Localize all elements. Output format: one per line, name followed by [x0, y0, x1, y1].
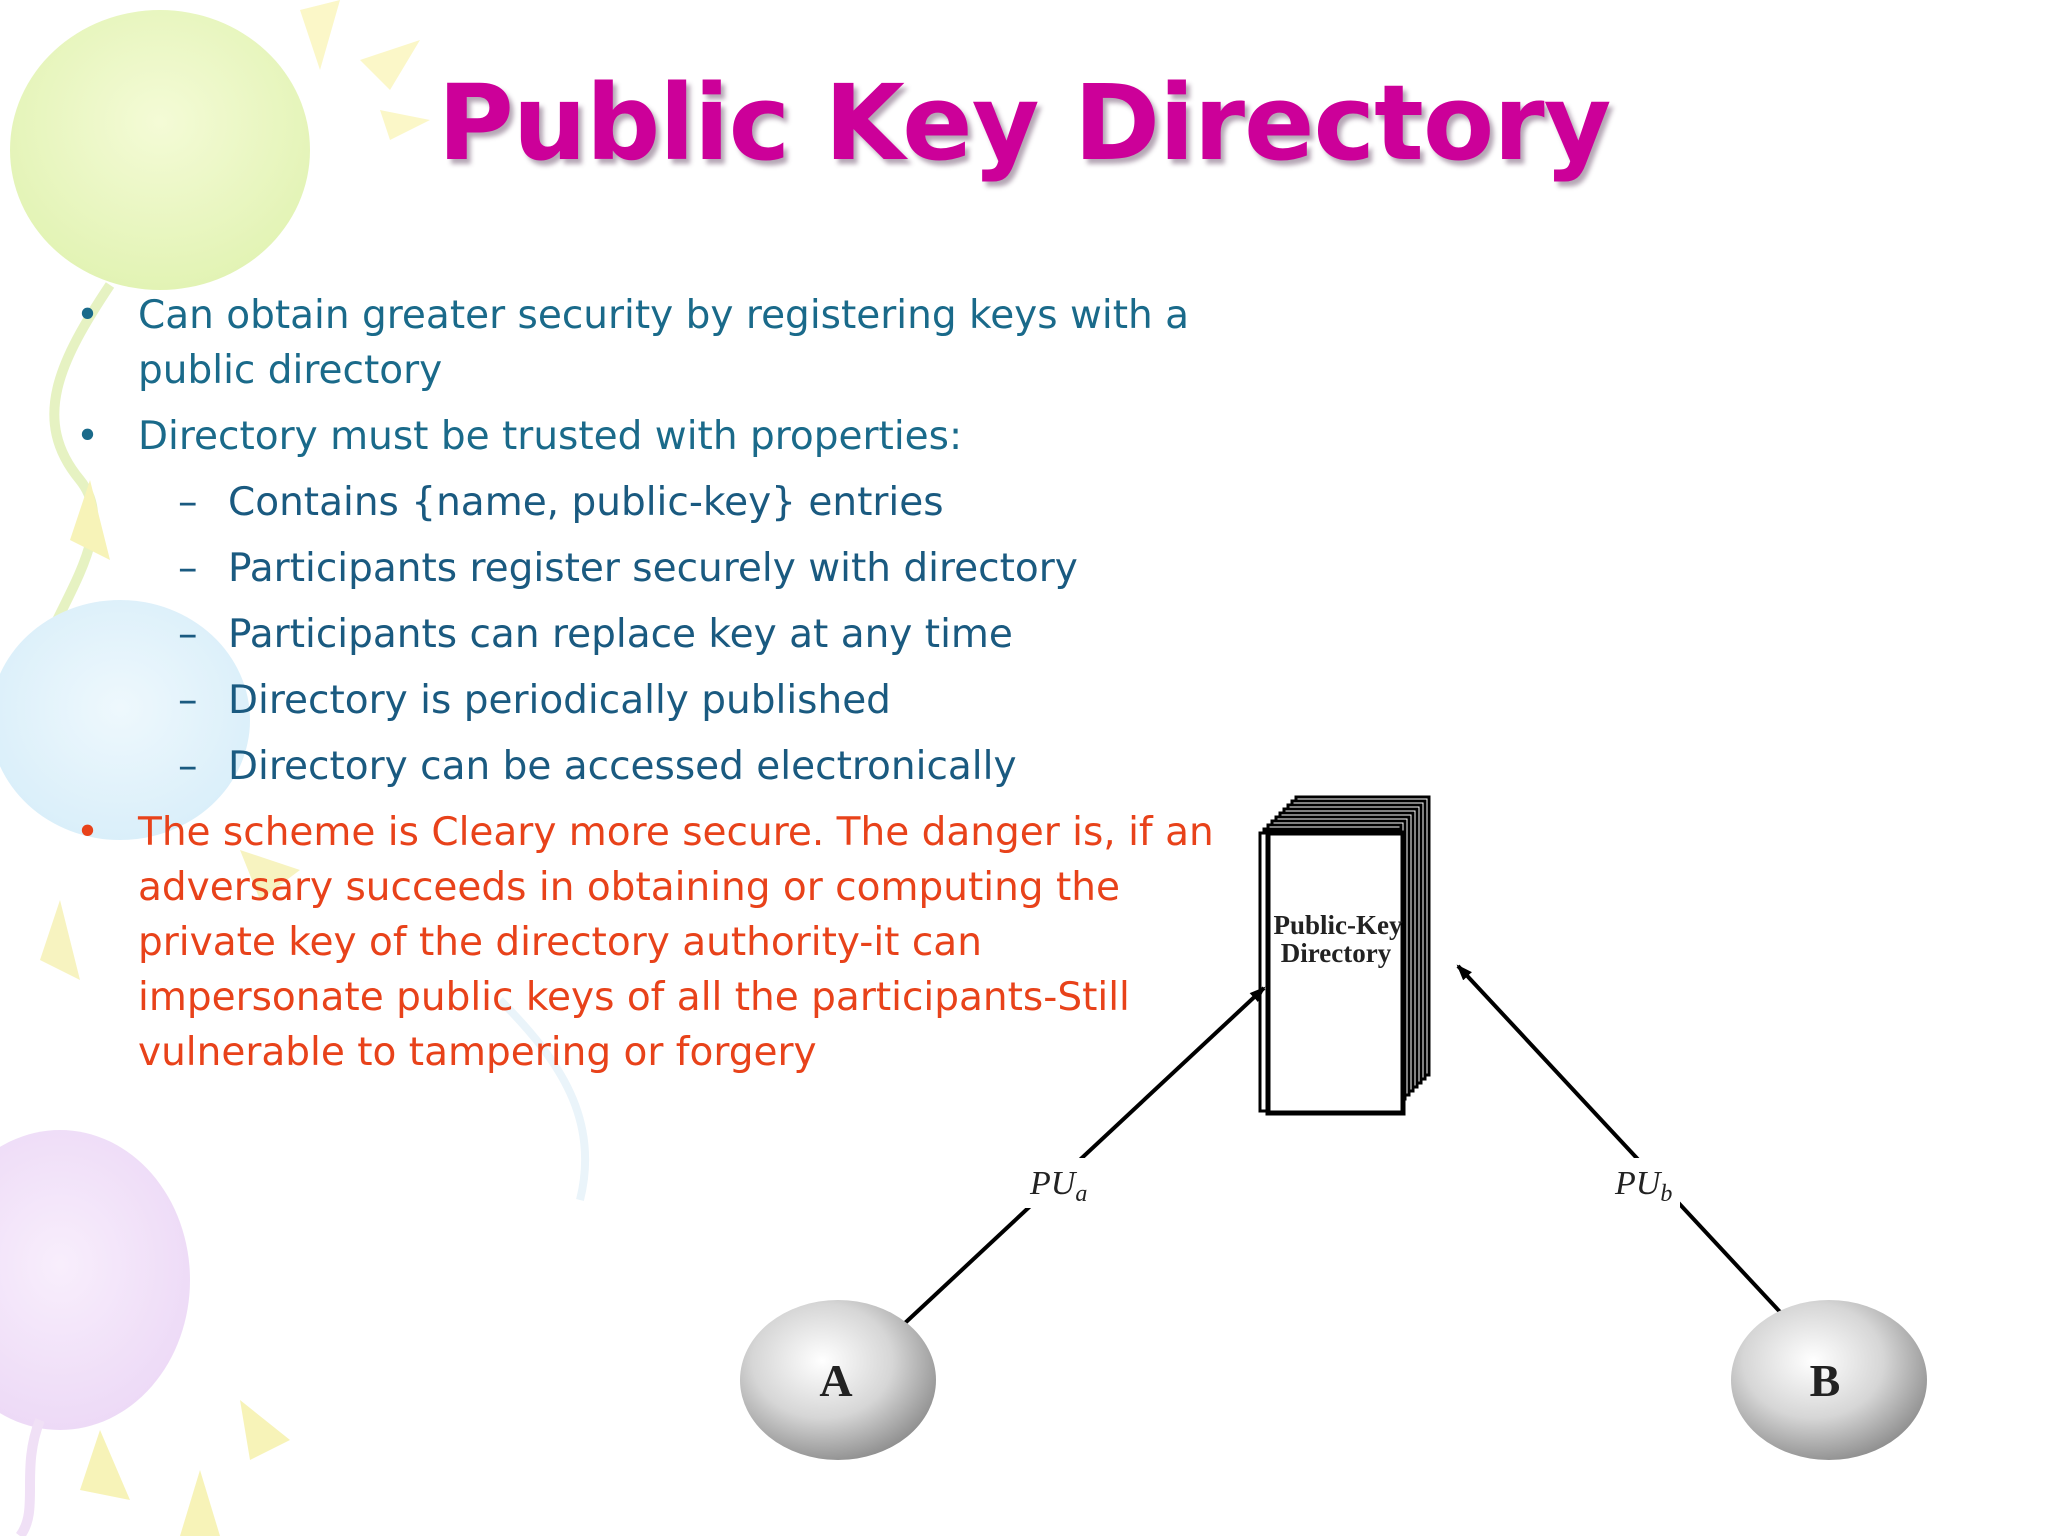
node-b-label: B	[1810, 1355, 1841, 1406]
bullet-item: • Can obtain greater security by registe…	[76, 288, 1226, 398]
bullet-text: private key of the directory authority-i…	[138, 920, 982, 965]
bullet-text: vulnerable to tampering or forgery	[138, 1030, 817, 1075]
edge-label-main: PU	[1614, 1165, 1663, 1202]
sub-bullet-text: Participants register securely with dire…	[228, 546, 1078, 591]
blue-balloon	[0, 600, 250, 840]
node-a	[740, 1300, 936, 1460]
dash-marker: –	[178, 678, 198, 723]
bullet-text: Can obtain greater security by registeri…	[138, 293, 1190, 338]
bullet-text: adversary succeeds in obtaining or compu…	[138, 865, 1120, 910]
edge-label-subscript: a	[1075, 1181, 1087, 1207]
purple-balloon-string	[15, 1418, 45, 1536]
dash-marker: –	[178, 744, 198, 789]
directory-label: Public-Key	[1274, 910, 1403, 940]
sub-bullet-item: – Participants register securely with di…	[76, 541, 1226, 596]
sub-bullet-text: Directory can be accessed electronically	[228, 744, 1017, 789]
sub-bullet-item: – Participants can replace key at any ti…	[76, 607, 1226, 662]
blue-balloon-string	[497, 997, 590, 1201]
edge-b-to-directory	[1456, 964, 1783, 1315]
dash-marker: –	[178, 612, 198, 657]
yellow-ray	[380, 110, 430, 140]
bullet-item: • Directory must be trusted with propert…	[76, 409, 1226, 464]
bullet-text: Directory must be trusted with propertie…	[138, 414, 963, 459]
bullet-text: The scheme is Cleary more secure. The da…	[138, 810, 1214, 855]
bullet-item-warning: • The scheme is Cleary more secure. The …	[76, 805, 1226, 1080]
green-balloon-string	[35, 282, 115, 662]
yellow-ray	[180, 1470, 220, 1536]
edge-a-to-directory	[903, 986, 1266, 1325]
edge-label-main: PU	[1029, 1165, 1078, 1202]
yellow-ray	[240, 850, 300, 900]
sub-bullet-item: – Contains {name, public-key} entries	[76, 475, 1226, 530]
yellow-ray	[300, 0, 340, 70]
yellow-ray	[80, 1430, 130, 1500]
sub-bullet-text: Contains {name, public-key} entries	[228, 480, 944, 525]
edge-label-pua: PUa	[1029, 1165, 1087, 1207]
yellow-ray	[240, 1400, 290, 1460]
sub-bullet-text: Directory is periodically published	[228, 678, 891, 723]
node-a-label: A	[819, 1355, 852, 1406]
yellow-ray	[70, 480, 110, 560]
edge-label-pub: PUb	[1614, 1165, 1672, 1207]
bullet-text: public directory	[138, 348, 443, 393]
directory-book-icon	[1258, 795, 1431, 1116]
purple-balloon	[0, 1130, 190, 1430]
node-b	[1731, 1300, 1927, 1460]
sub-bullet-item: – Directory can be accessed electronical…	[76, 739, 1226, 794]
directory-label: Directory	[1281, 938, 1392, 968]
yellow-ray	[40, 900, 80, 980]
sub-bullet-item: – Directory is periodically published	[76, 673, 1226, 728]
bullet-marker: •	[76, 414, 100, 459]
bullet-text: impersonate public keys of all the parti…	[138, 975, 1130, 1020]
bullet-marker: •	[76, 293, 100, 338]
edge-label-subscript: b	[1660, 1181, 1672, 1207]
dash-marker: –	[178, 546, 198, 591]
directory-front-cover	[1265, 830, 1406, 1116]
yellow-ray	[360, 40, 420, 90]
bullet-list: • Can obtain greater security by registe…	[76, 288, 1226, 1091]
bullet-marker: •	[76, 810, 100, 855]
sub-bullet-text: Participants can replace key at any time	[228, 612, 1013, 657]
green-balloon	[10, 10, 310, 290]
dash-marker: –	[178, 480, 198, 525]
slide-title: Public Key Directory	[437, 62, 1612, 184]
